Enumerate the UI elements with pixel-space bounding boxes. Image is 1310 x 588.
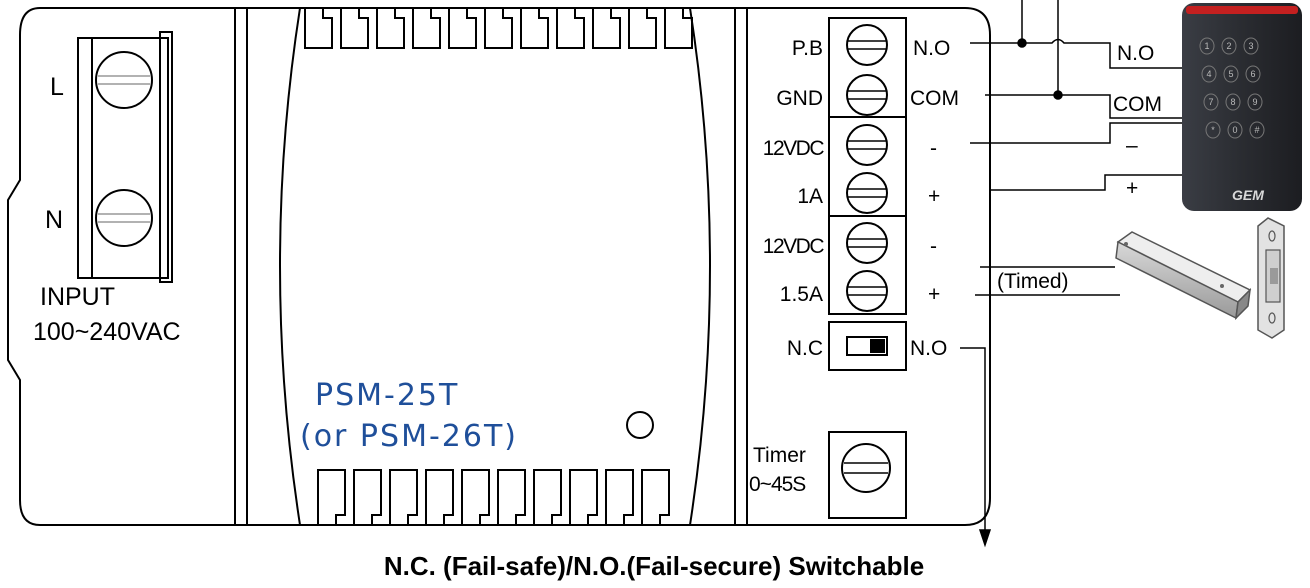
keypad-key-label: *: [1211, 125, 1215, 135]
terminal-label-1a: 1A: [797, 185, 823, 208]
keypad-key: [1205, 121, 1221, 139]
model-alt-name: (or PSM-26T): [300, 419, 518, 454]
terminal-label-no: N.O: [913, 37, 950, 60]
input-neutral-label: N: [45, 206, 63, 234]
switch-no-label: N.O: [910, 337, 947, 360]
terminal-screw: [846, 124, 888, 166]
fail-mode-switch[interactable]: [828, 321, 907, 371]
bottom-cooling-fins: [317, 469, 670, 525]
terminal-label-minus-1: -: [930, 137, 937, 160]
terminal-screw: [846, 24, 888, 66]
terminal-label-1-5a: 1.5A: [780, 283, 823, 306]
keypad-key-label: 4: [1206, 69, 1211, 79]
keypad-key: [1203, 93, 1219, 111]
electric-strike: [1257, 217, 1285, 339]
output-terminal-block: [828, 17, 907, 315]
magnetic-lock: [1115, 231, 1252, 321]
reader-com-label: COM: [1113, 93, 1162, 116]
terminal-label-gnd: GND: [776, 87, 823, 110]
switch-slider[interactable]: [870, 339, 885, 353]
indicator-led: [626, 411, 654, 439]
timer-label: Timer: [753, 444, 806, 467]
reader-status-led-bar: [1186, 6, 1298, 14]
input-screw-l: [95, 51, 153, 109]
terminal-screw: [846, 270, 888, 312]
terminal-label-com: COM: [910, 87, 959, 110]
keypad-key-label: 0: [1232, 125, 1237, 135]
input-screw-n: [95, 189, 153, 247]
keypad-key: [1247, 93, 1263, 111]
wiring: [960, 0, 1190, 548]
switch-nc-label: N.C: [787, 337, 823, 360]
timer-potentiometer[interactable]: [828, 431, 907, 519]
terminal-left-labels: P.B GND 12VDC 1A 12VDC 1.5A: [763, 37, 826, 306]
terminal-right-labels: N.O COM - + - +: [910, 37, 959, 306]
terminal-label-plus-2: +: [928, 283, 940, 306]
keypad-key-label: 2: [1226, 41, 1231, 51]
keypad-key-label: 9: [1252, 97, 1257, 107]
power-supply-housing: [7, 7, 991, 526]
keypad-key: [1223, 65, 1239, 83]
keypad-key: [1201, 65, 1217, 83]
keypad-key: [1245, 65, 1261, 83]
keypad-key-label: 8: [1230, 97, 1235, 107]
keypad-key: [1221, 37, 1237, 55]
terminal-label-minus-2: -: [930, 235, 937, 258]
output-terminal-screws: [846, 24, 888, 312]
terminal-label-pb: P.B: [792, 37, 823, 60]
terminal-screw: [846, 222, 888, 264]
keypad-key-label: 7: [1208, 97, 1213, 107]
reader-no-label: N.O: [1117, 42, 1154, 65]
top-cooling-fins: [304, 8, 693, 49]
terminal-label-plus-1: +: [928, 185, 940, 208]
reader-brand-logo: GEM: [1232, 187, 1264, 203]
keypad-key-label: 1: [1204, 41, 1209, 51]
keypad-key-label: 5: [1228, 69, 1233, 79]
lock-timed-label: (Timed): [997, 270, 1069, 293]
keypad-key: [1249, 121, 1265, 139]
keypad-key: [1199, 37, 1215, 55]
terminal-screw: [846, 172, 888, 214]
input-voltage-range: 100~240VAC: [33, 318, 181, 346]
keypad-key-label: 6: [1250, 69, 1255, 79]
keypad-keys: 1 2 3 4 5 6 7 8 9 * 0 #: [1199, 37, 1265, 139]
reader-plus-label: +: [1126, 177, 1138, 200]
keypad-key: [1225, 93, 1241, 111]
reader-minus-label: –: [1126, 134, 1138, 157]
keypad-key-label: 3: [1248, 41, 1253, 51]
diagram-caption: N.C. (Fail-safe)/N.O.(Fail-secure) Switc…: [384, 551, 924, 581]
keypad-reader: 1 2 3 4 5 6 7 8 9 * 0 # GEM: [1182, 3, 1302, 211]
keypad-key: [1227, 121, 1243, 139]
terminal-label-12vdc-2: 12VDC: [763, 235, 825, 258]
keypad-key-label: #: [1254, 125, 1259, 135]
input-line-label: L: [50, 73, 64, 101]
model-name: PSM-25T: [315, 378, 459, 413]
input-title: INPUT: [40, 283, 115, 311]
input-terminal-block: [77, 31, 173, 283]
keypad-key: [1243, 37, 1259, 55]
timer-range: 0~45S: [749, 473, 806, 496]
terminal-screw: [846, 74, 888, 116]
terminal-label-12vdc-1: 12VDC: [763, 137, 825, 160]
